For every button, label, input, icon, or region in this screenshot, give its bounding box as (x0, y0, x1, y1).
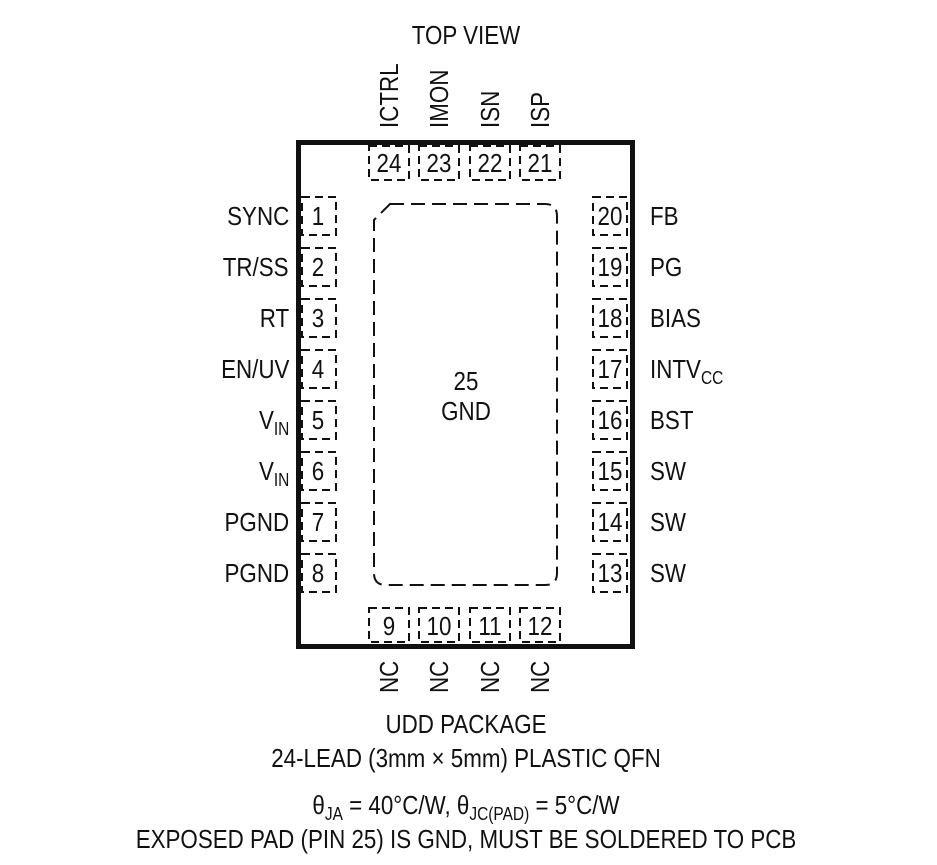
pin-name: NC (475, 660, 505, 693)
pin-pad-right (592, 400, 628, 440)
pin-number: 1 (311, 201, 325, 231)
pin-name: INTVCC (650, 354, 724, 388)
pin-name: IMON (424, 69, 454, 128)
pin-name: ISP (525, 91, 555, 128)
pin-pad-left (301, 349, 337, 389)
view-title: TOP VIEW (411, 20, 521, 50)
pin-pad-left (301, 502, 337, 542)
pin-pad-top (469, 145, 511, 181)
exposed-pad (373, 203, 558, 586)
pin-number: 3 (311, 303, 325, 333)
pin-name: PGND (224, 507, 289, 537)
pin-number: 7 (311, 507, 325, 537)
pin-pad-bottom (469, 607, 511, 643)
pin-pad-top (368, 145, 410, 181)
pin-pad-bottom (418, 607, 460, 643)
pin-pad-bottom (368, 607, 410, 643)
pin-name: BIAS (650, 303, 701, 333)
thermal-resistance: θJA = 40°C/W, θJC(PAD) = 5°C/W (312, 790, 620, 824)
pin-name: SW (650, 558, 687, 588)
pin-pad-right (592, 502, 628, 542)
exposed-pad-note: EXPOSED PAD (PIN 25) IS GND, MUST BE SOL… (135, 824, 797, 854)
pin-name: VIN (258, 456, 289, 490)
pin-pad-top (519, 145, 561, 181)
pin-number: 18 (597, 303, 623, 333)
pin-name: FB (650, 201, 679, 231)
pin-name: SW (650, 507, 687, 537)
pin-name: EN/UV (220, 354, 289, 384)
pin-pad-left (301, 196, 337, 236)
pin-name: PGND (224, 558, 289, 588)
package-body (296, 140, 635, 649)
pin-name: PG (650, 252, 683, 282)
pin-number: 2 (311, 252, 325, 282)
pin-number: 16 (597, 405, 623, 435)
pin-name: NC (424, 660, 454, 693)
pin-name: ICTRL (374, 63, 404, 128)
package-name: UDD PACKAGE (385, 709, 547, 739)
pin-name: SYNC (226, 201, 289, 231)
pin-number: 11 (478, 611, 502, 641)
pin-number: 19 (597, 252, 623, 282)
pin-number: 14 (597, 507, 623, 537)
pin-number: 6 (311, 456, 325, 486)
pin-pad-left (301, 247, 337, 287)
pin-name: VIN (258, 405, 289, 439)
pin-name: NC (374, 660, 404, 693)
pin-number: 15 (597, 456, 623, 486)
pin-name: RT (259, 303, 289, 333)
pin-number: 22 (477, 148, 503, 178)
pin-pad-left (301, 400, 337, 440)
pin-number: 10 (426, 611, 452, 641)
pin-pad-right (592, 298, 628, 338)
package-description: 24-LEAD (3mm × 5mm) PLASTIC QFN (271, 743, 661, 773)
pin-pad-right (592, 451, 628, 491)
pin-number: 17 (597, 354, 623, 384)
pin-pad-left (301, 451, 337, 491)
pin-pad-bottom (519, 607, 561, 643)
pin-number: 24 (376, 148, 402, 178)
pin-number: 8 (311, 558, 325, 588)
pin-name: ISN (475, 90, 505, 128)
pin-number: 20 (597, 201, 623, 231)
pin-number: 21 (527, 148, 553, 178)
pad-number: 25 (453, 366, 479, 396)
pin-name: NC (525, 660, 555, 693)
pin-number: 5 (311, 405, 325, 435)
pad-name: GND (441, 396, 491, 426)
pin-name: TR/SS (223, 252, 289, 282)
pin-number: 9 (382, 611, 396, 641)
pin-name: BST (650, 405, 694, 435)
pin-number: 12 (527, 611, 553, 641)
pin-number: 4 (311, 354, 325, 384)
pin-pad-right (592, 247, 628, 287)
pin-pad-top (418, 145, 460, 181)
pin-number: 13 (597, 558, 623, 588)
pin-pad-right (592, 553, 628, 593)
pin-name: SW (650, 456, 687, 486)
pin-pad-left (301, 298, 337, 338)
pin-pad-right (592, 349, 628, 389)
pin-pad-left (301, 553, 337, 593)
pin-number: 23 (426, 148, 452, 178)
pin-pad-right (592, 196, 628, 236)
